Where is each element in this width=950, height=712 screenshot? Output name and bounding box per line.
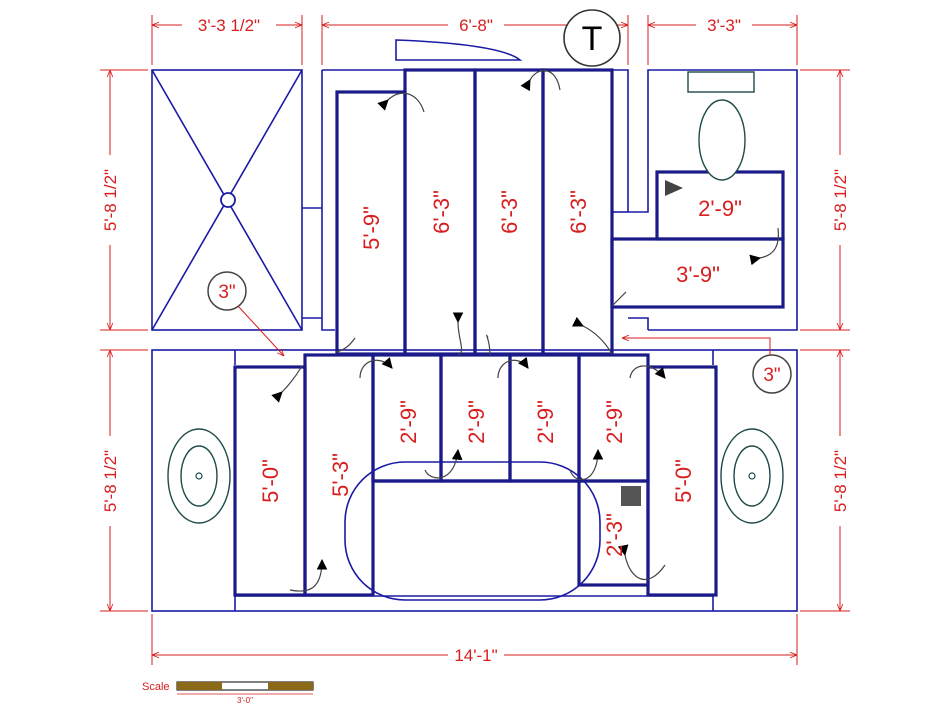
scale-bar: Scale 3'-0" [142, 681, 314, 705]
sink-right [720, 428, 784, 524]
label-lower-2-3: 2'-3" [602, 513, 627, 557]
dim-center-width: 6'-8" [459, 16, 493, 35]
callout-left: 3" [207, 271, 284, 356]
sink-left [167, 428, 231, 524]
label-lower-2-9-c: 2'-9" [533, 400, 558, 444]
label-lower-5-0-right: 5'-0" [671, 459, 696, 503]
shower-fixture [151, 69, 303, 331]
triangle-marker-icon [665, 180, 683, 196]
shower-drain-icon [220, 192, 236, 208]
top-symbol-text: T [582, 20, 603, 58]
drain-icon [195, 472, 203, 480]
label-lower-5-3: 5'-3" [328, 453, 353, 497]
toilet-fixture [687, 71, 755, 181]
door-swings [271, 70, 780, 592]
callout-right: 3" [622, 338, 792, 394]
switch-box-icon [621, 486, 641, 506]
label-lower-2-9-b: 2'-9" [464, 400, 489, 444]
toilet-tank-icon [687, 71, 755, 93]
callout-right-text: 3" [763, 365, 780, 386]
label-lower-2-9-d: 2'-9" [602, 400, 627, 444]
label-upper-5-9: 5'-9" [359, 206, 384, 250]
dim-left-lower-height: 5'-8 1/2" [101, 450, 120, 512]
label-right-2-9: 2'-9" [698, 196, 742, 221]
partition-walls [233, 68, 785, 597]
soffit-shape [395, 39, 523, 61]
toilet-bowl-icon [698, 99, 746, 181]
top-symbol: T [563, 9, 621, 67]
drain-icon [748, 472, 756, 480]
dim-right-lower-height: 5'-8 1/2" [831, 450, 850, 512]
dim-toilet-width: 3'-3" [707, 16, 741, 35]
dim-shower-width: 3'-3 1/2" [198, 16, 260, 35]
label-lower-2-9-a: 2'-9" [396, 400, 421, 444]
label-right-3-9: 3'-9" [676, 262, 720, 287]
scale-length: 3'-0" [237, 696, 253, 705]
callout-left-text: 3" [218, 282, 235, 303]
label-upper-6-3-c: 6'-3" [566, 190, 591, 234]
dim-right-upper-height: 5'-8 1/2" [831, 169, 850, 231]
scale-label: Scale [142, 681, 170, 693]
room-labels: 5'-9" 6'-3" 6'-3" 6'-3" 2'-9" 3'-9" 5'-0… [258, 190, 742, 557]
label-upper-6-3-b: 6'-3" [497, 190, 522, 234]
label-upper-6-3-a: 6'-3" [429, 190, 454, 234]
dim-overall-width: 14'-1" [454, 646, 497, 665]
label-lower-5-0-left: 5'-0" [258, 459, 283, 503]
bathtub [344, 461, 601, 601]
dim-left-upper-height: 5'-8 1/2" [101, 169, 120, 231]
